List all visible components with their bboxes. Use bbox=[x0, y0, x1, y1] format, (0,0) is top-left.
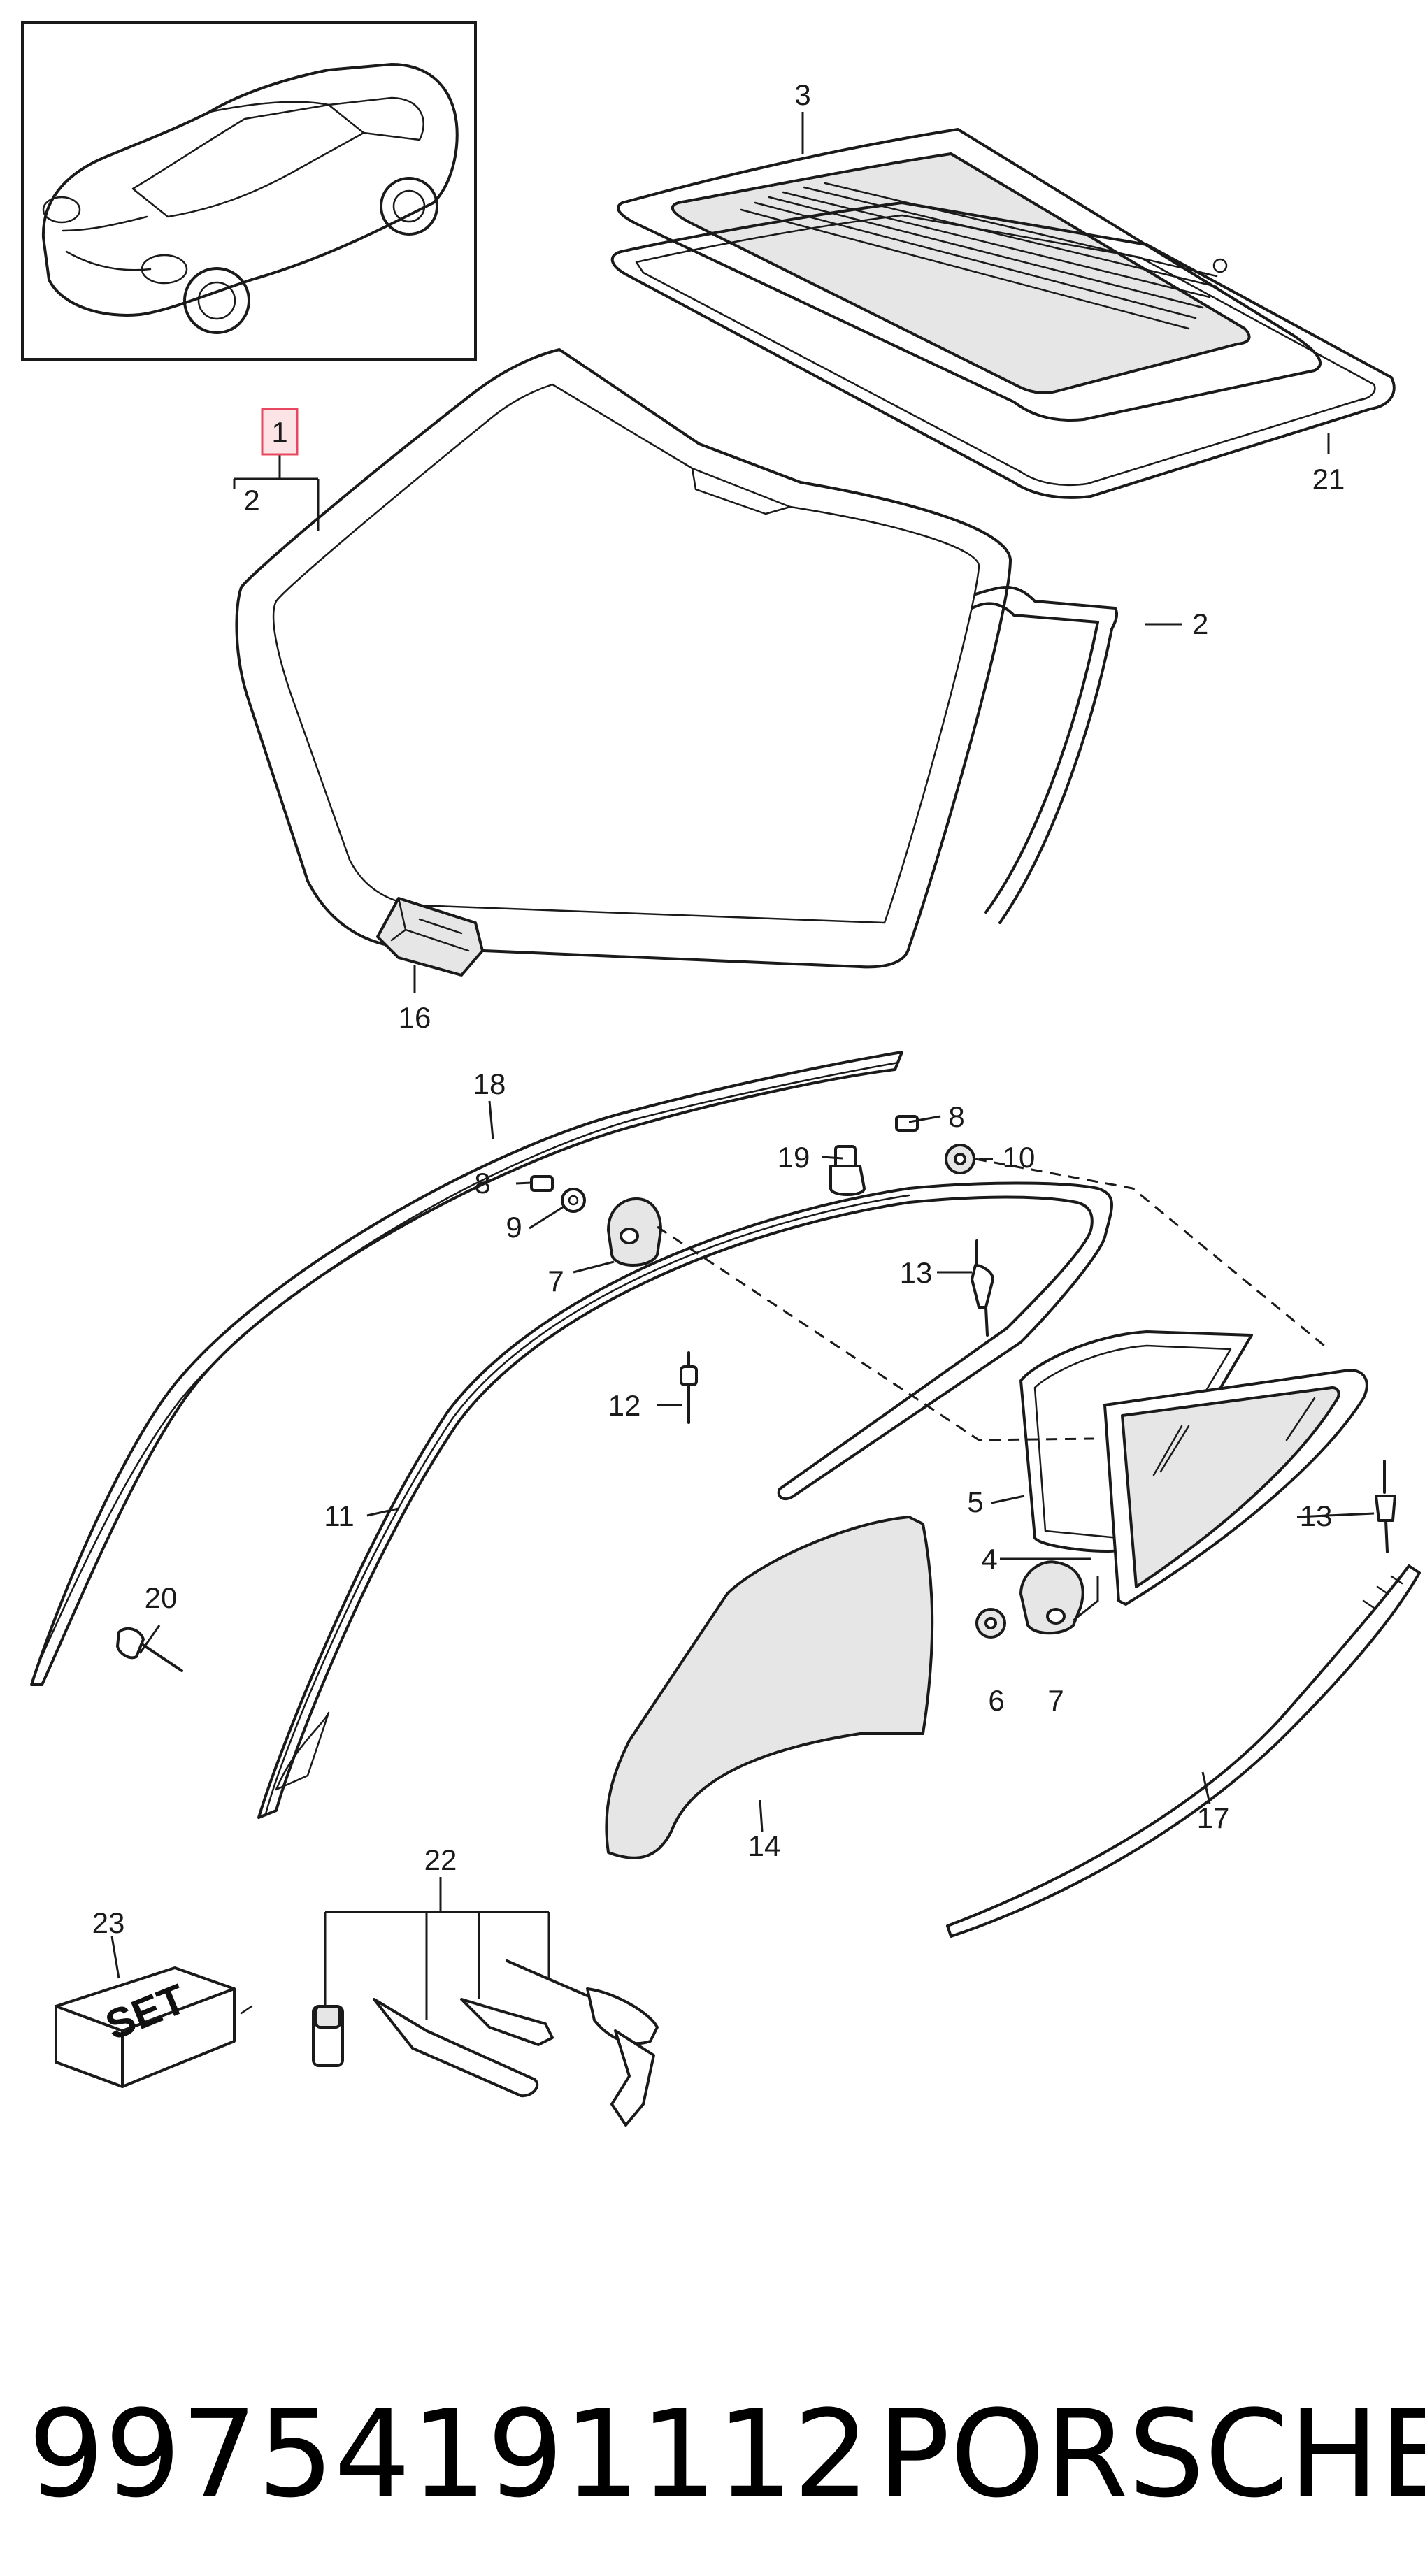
callout-8-upper: 8 bbox=[948, 1100, 964, 1133]
callout-19: 19 bbox=[778, 1141, 810, 1174]
callout-16: 16 bbox=[399, 1001, 431, 1034]
leader-lines bbox=[110, 112, 1375, 2020]
assembly-lines bbox=[657, 1158, 1329, 1441]
brand-name: PORSCHE bbox=[878, 2384, 1425, 2524]
footer-caption: 99754191112 PORSCHE bbox=[28, 2384, 1425, 2524]
quarter-window bbox=[1019, 1330, 1368, 1606]
callout-5: 5 bbox=[967, 1485, 983, 1518]
callout-22: 22 bbox=[424, 1843, 457, 1876]
callout-17: 17 bbox=[1197, 1801, 1230, 1834]
vehicle-inset bbox=[21, 21, 477, 361]
lower-rail bbox=[946, 1564, 1421, 1938]
callout-23: 23 bbox=[92, 1906, 125, 1939]
callout-21: 21 bbox=[1312, 463, 1345, 496]
callout-12: 12 bbox=[608, 1389, 641, 1422]
rear-window bbox=[610, 128, 1396, 499]
part-number: 99754191112 bbox=[28, 2384, 870, 2524]
callout-3: 3 bbox=[794, 78, 810, 111]
callout-13-upper: 13 bbox=[900, 1256, 933, 1289]
roof-trim bbox=[30, 1051, 903, 1686]
callout-14: 14 bbox=[748, 1829, 781, 1862]
callout-2-side-seal: 2 bbox=[1192, 607, 1208, 640]
door-glass bbox=[605, 1516, 934, 1859]
callout-20: 20 bbox=[145, 1581, 178, 1614]
callout-6: 6 bbox=[988, 1684, 1004, 1717]
door-frame-seal bbox=[257, 1181, 1113, 1819]
callout-18: 18 bbox=[473, 1067, 506, 1100]
callout-7-lower: 7 bbox=[1047, 1684, 1064, 1717]
callout-labels: 1 2 2 3 21 16 18 8 19 10 8 9 7 13 12 11 … bbox=[92, 78, 1345, 1939]
callout-8-lower: 8 bbox=[474, 1167, 490, 1200]
callout-1: 1 bbox=[271, 416, 287, 449]
callout-10: 10 bbox=[1003, 1141, 1036, 1174]
callout-11: 11 bbox=[324, 1499, 355, 1532]
windshield bbox=[235, 348, 1119, 969]
mirror-bracket bbox=[376, 897, 484, 977]
kit-box: SET bbox=[55, 1966, 236, 2088]
highlight-box-part-1 bbox=[261, 408, 299, 456]
callout-4: 4 bbox=[981, 1543, 997, 1576]
callout-9: 9 bbox=[506, 1211, 522, 1244]
callout-7-upper: 7 bbox=[547, 1265, 564, 1297]
hardware bbox=[116, 1115, 1396, 1672]
tool-kit bbox=[212, 1959, 659, 2127]
callout-13-lower: 13 bbox=[1300, 1499, 1333, 1532]
callout-2-windshield: 2 bbox=[243, 484, 259, 517]
